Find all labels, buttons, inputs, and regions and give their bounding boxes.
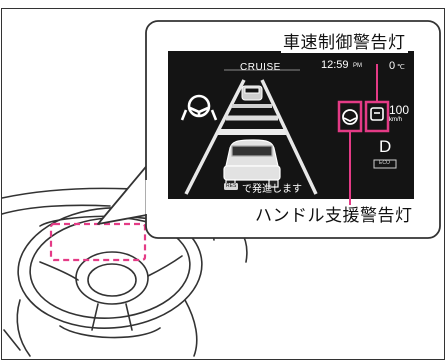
clock-period: PM: [353, 63, 362, 69]
lead-vehicle-icon: [241, 85, 263, 101]
gear-indicator: D: [379, 137, 392, 156]
clock-time: 12:59: [321, 59, 349, 71]
vehicle-speed-control-warning-icon: [370, 107, 384, 121]
steering-assist-icon: [187, 94, 211, 118]
resume-key-badge: [224, 183, 238, 190]
own-vehicle-icon: [223, 139, 281, 188]
eco-badge-frame: [373, 159, 397, 169]
resume-hint-text: で発進します: [242, 184, 302, 195]
steering-assist-warning-icon: [342, 109, 358, 125]
steering-assist-warning-callout: ハンドル支援警告灯: [253, 206, 415, 226]
speed-unit: km/h: [389, 117, 403, 123]
cruise-label: CRUISE: [240, 62, 281, 73]
road-perspective: [184, 79, 318, 195]
temperature-unit: ℃: [397, 64, 405, 71]
vehicle-speed-control-warning-callout: 車速制御警告灯: [281, 33, 408, 53]
resume-key-label: RES: [226, 183, 237, 189]
display-screen: [168, 51, 414, 199]
eco-badge: ECO: [379, 160, 390, 166]
speed-value: 100: [389, 103, 410, 117]
temperature-value: 0: [389, 60, 396, 72]
